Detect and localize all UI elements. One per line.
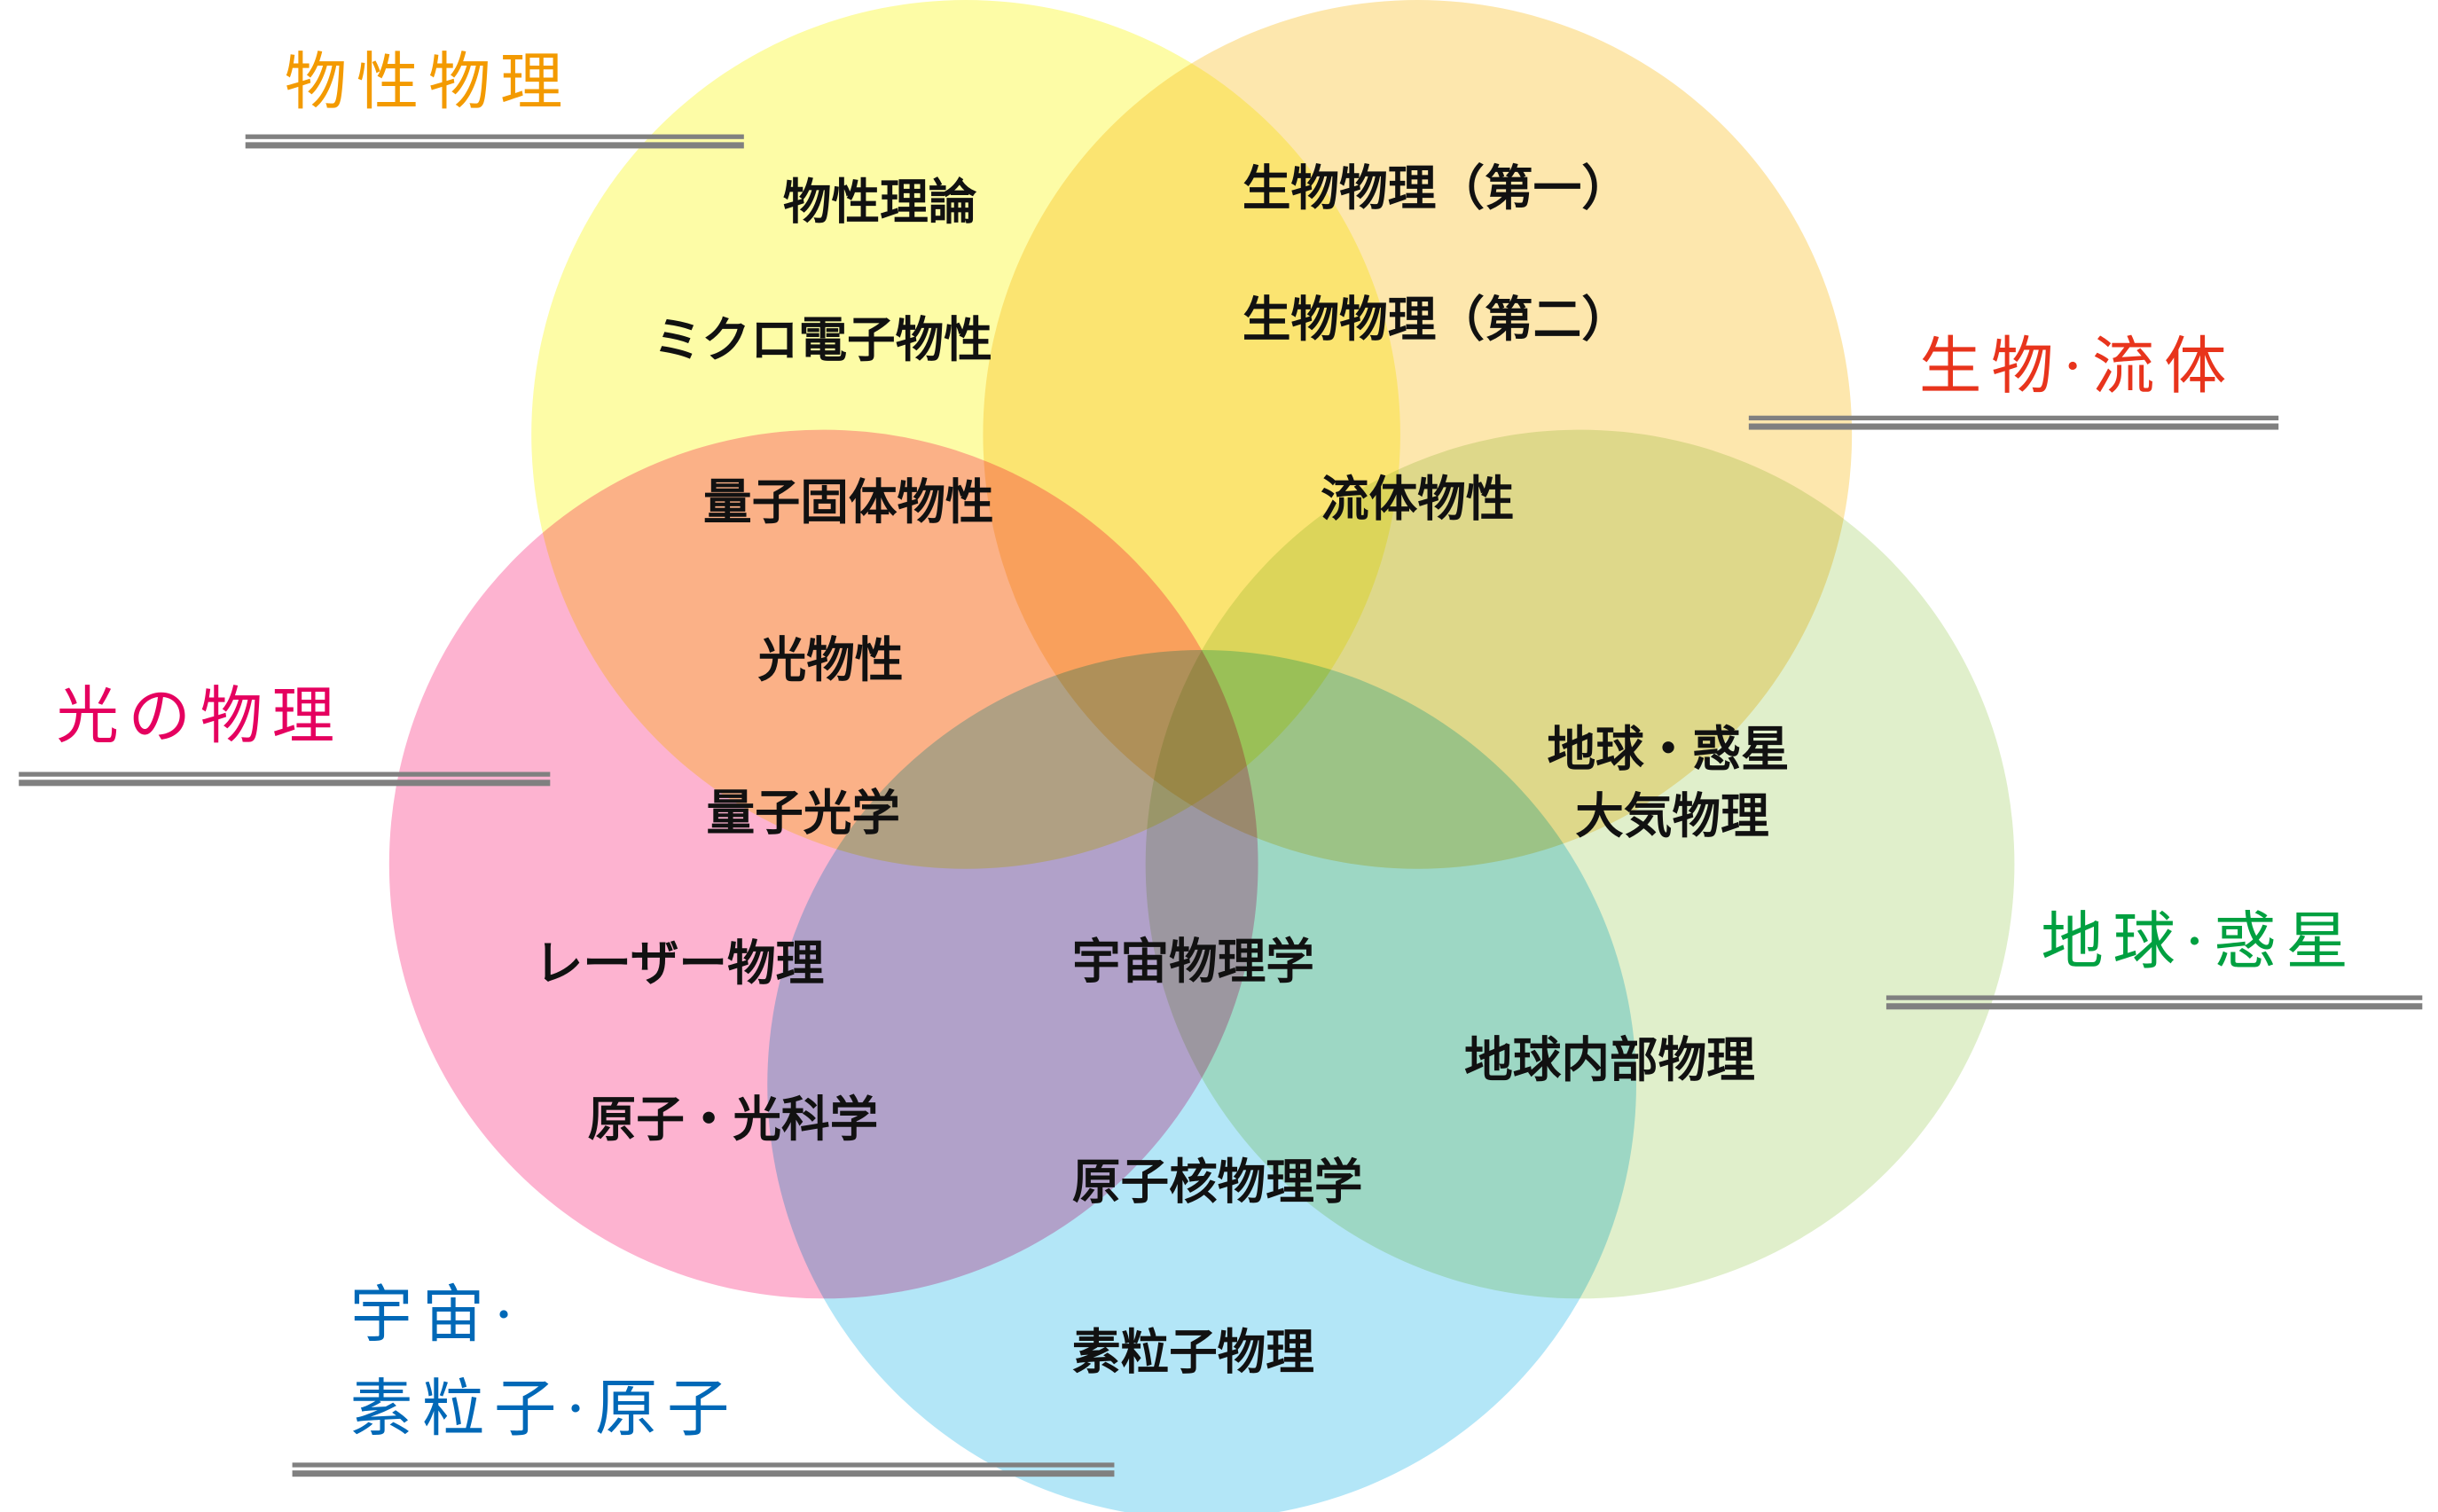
topic-label: 宇宙物理学 xyxy=(1072,933,1314,990)
circle-cosmic xyxy=(767,650,1636,1512)
heading-cosmic-label-2: 素粒子·原子 xyxy=(350,1372,739,1445)
topic-label: ミクロ電子物性 xyxy=(654,311,992,368)
heading-optics-label: 光の物理 xyxy=(57,680,344,753)
topic-label: 生物物理（第一） xyxy=(1243,160,1630,216)
heading-bio: 生物·流体 xyxy=(1748,330,2279,430)
heading-materials: 物性物理 xyxy=(245,45,744,149)
circles xyxy=(388,0,2015,1512)
topic-label: 生物物理（第二） xyxy=(1243,291,1630,348)
topics: 物性理論 ミクロ電子物性 量子固体物性 光物性 量子光学 レーザー物理 原子・光… xyxy=(535,160,1790,1381)
topic-label: 地球内部物理 xyxy=(1464,1031,1755,1088)
topic-label: 量子固体物性 xyxy=(703,474,994,530)
heading-cosmic: 宇宙· 素粒子·原子 xyxy=(292,1279,1115,1477)
topic-label: 地球・惑星 xyxy=(1548,720,1790,777)
heading-earth: 地球·惑星 xyxy=(1885,905,2423,1010)
topic-label: 流体物性 xyxy=(1321,470,1514,527)
topic-label: 素粒子物理 xyxy=(1072,1324,1314,1381)
heading-optics: 光の物理 xyxy=(19,680,551,787)
topic-label: 量子光学 xyxy=(707,785,900,842)
topic-label: レーザー物理 xyxy=(535,935,825,991)
heading-earth-label: 地球·惑星 xyxy=(2041,905,2357,977)
topic-label: 原子核物理学 xyxy=(1072,1154,1363,1210)
heading-cosmic-label-1: 宇宙· xyxy=(350,1279,523,1351)
topic-label: 原子・光科学 xyxy=(588,1091,879,1148)
topic-label: 大気物理 xyxy=(1575,787,1768,844)
topic-label: 物性理論 xyxy=(783,174,977,231)
heading-materials-label: 物性物理 xyxy=(285,45,572,118)
topic-label: 光物性 xyxy=(758,631,904,688)
heading-bio-label: 生物·流体 xyxy=(1919,330,2236,403)
